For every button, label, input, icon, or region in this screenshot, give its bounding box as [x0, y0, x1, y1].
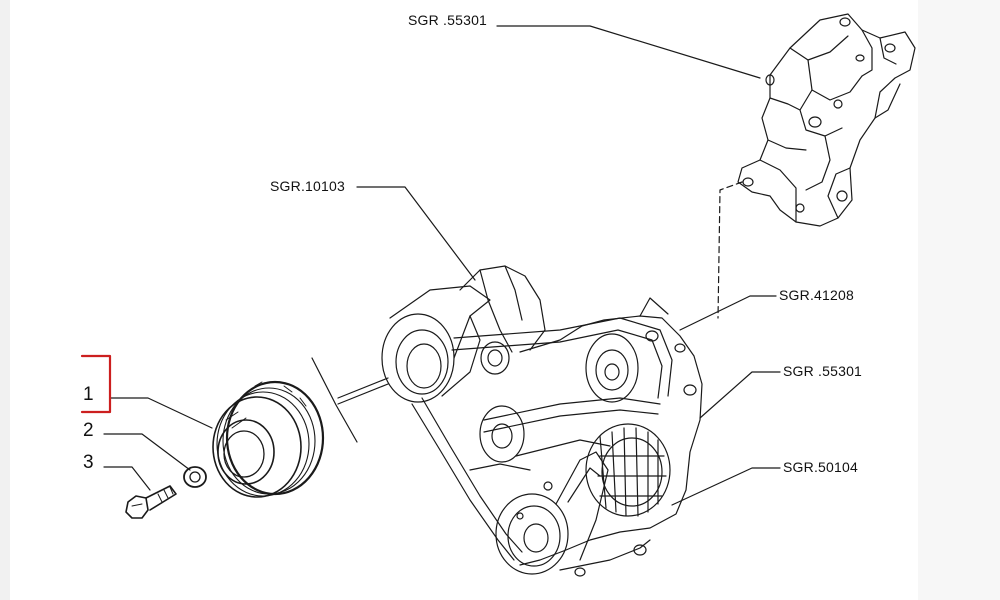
leader-item-1	[109, 397, 213, 429]
break-mark-3	[337, 383, 389, 405]
pulley-icon	[212, 380, 325, 498]
leader-dashed	[717, 181, 743, 319]
item-number-1[interactable]: 1	[83, 384, 94, 405]
leader-mid	[699, 371, 781, 419]
break-mark-2	[337, 377, 389, 399]
left-edge-strip	[0, 0, 10, 600]
item-number-3[interactable]: 3	[83, 452, 94, 473]
bolt-icon	[125, 485, 177, 519]
ref-label-50104[interactable]: SGR.50104	[783, 459, 858, 475]
ref-label-left[interactable]: SGR.10103	[270, 178, 345, 194]
bracket-icon	[737, 13, 916, 227]
item-number-2[interactable]: 2	[83, 420, 94, 441]
ref-label-top[interactable]: SGR .55301	[408, 12, 488, 28]
leader-50104	[671, 467, 781, 506]
ref-label-mid[interactable]: SGR .55301	[783, 363, 863, 379]
leader-lines	[103, 25, 781, 506]
leader-left	[356, 186, 476, 281]
washer-icon	[183, 466, 207, 488]
engine-icon	[381, 265, 703, 577]
selected-item-highlight	[80, 354, 112, 414]
leader-item-2	[103, 433, 191, 471]
leader-item-3	[103, 466, 151, 491]
leader-41208	[679, 295, 777, 331]
right-edge-strip	[918, 0, 1000, 600]
leader-top	[496, 25, 761, 79]
ref-label-41208[interactable]: SGR.41208	[779, 287, 854, 303]
break-mark-1	[311, 357, 358, 443]
